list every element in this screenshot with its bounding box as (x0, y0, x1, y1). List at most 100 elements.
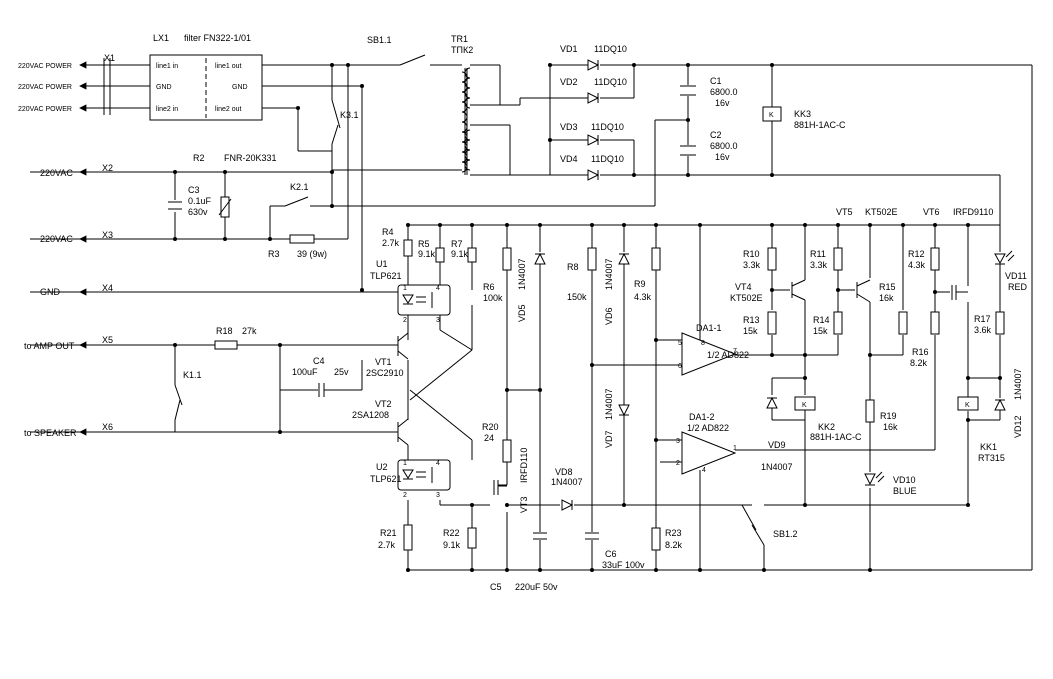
terminal-arrows (79, 61, 87, 436)
da1-2-pin4: 4 (702, 467, 706, 474)
r13-val: 15k (743, 326, 758, 336)
r2-ref: R2 (193, 153, 205, 163)
vt6-ref: VT6 (923, 207, 940, 217)
kk3-k: K (769, 112, 774, 119)
r18-ref: R18 (216, 326, 233, 336)
u1-pin4: 4 (436, 285, 440, 292)
vd5-ref: VD5 (517, 304, 527, 322)
labels: 220VAC POWER 220VAC POWER 220VAC POWER X… (18, 33, 1028, 592)
da1-1-pin8: 8 (701, 340, 705, 347)
r20-val: 24 (484, 433, 494, 443)
kk2-type: 881H-1AC-C (810, 432, 862, 442)
r9-ref: R9 (634, 279, 646, 289)
vd9-ref: VD9 (768, 440, 786, 450)
kk1-ref: KK1 (980, 442, 997, 452)
switch-k2-1 (284, 196, 309, 207)
r15-ref: R15 (879, 282, 896, 292)
kk3-type: 881H-1AC-C (794, 120, 846, 130)
r8-ref: R8 (567, 262, 579, 272)
tr1-ref: TR1 (451, 34, 468, 44)
optocouplers (397, 284, 451, 491)
vd4-type: 11DQ10 (591, 154, 624, 164)
u2-pin1: 1 (403, 460, 407, 467)
r16-ref: R16 (912, 347, 929, 357)
c2-val: 6800.0 (710, 141, 738, 151)
u1-pin3: 3 (436, 317, 440, 324)
tr1-type: ТПК2 (451, 45, 473, 55)
r2-val: FNR-20K331 (224, 153, 277, 163)
r7-val: 9.1k (451, 249, 469, 259)
r11-val: 3.3k (810, 260, 828, 270)
x5-name: X5 (102, 335, 113, 345)
u2-ref: U2 (376, 462, 388, 472)
vt1-type: 2SC2910 (366, 368, 404, 378)
vt2-ref: VT2 (375, 399, 392, 409)
vd8-ref: VD8 (555, 467, 573, 477)
vd4-ref: VD4 (560, 154, 578, 164)
r17-ref: R17 (974, 314, 991, 324)
r14-val: 15k (813, 326, 828, 336)
c3-v: 630v (188, 207, 208, 217)
da1-1-pin5: 5 (678, 340, 682, 347)
vt5-type: KT502E (865, 207, 898, 217)
vd6-ref: VD6 (604, 307, 614, 325)
lx1-ref: LX1 (153, 33, 169, 43)
c5-val: 220uF 50v (515, 582, 558, 592)
c4-v: 25v (334, 367, 349, 377)
kk1-type: RT315 (978, 453, 1005, 463)
lx1-pin-out-3: line2 out (215, 106, 242, 113)
r4-val: 2.7k (382, 238, 400, 248)
vd9-type: 1N4007 (761, 462, 793, 472)
lx1-pin-in-1: line1 in (156, 63, 178, 70)
vd1-type: 11DQ10 (594, 44, 627, 54)
r22-val: 9.1k (443, 540, 461, 550)
u2-pin3: 3 (436, 492, 440, 499)
vd6-type: 1N4007 (604, 258, 614, 290)
vd3-ref: VD3 (560, 122, 578, 132)
u1-type: TLP621 (370, 271, 402, 281)
r12-val: 4.3k (908, 260, 926, 270)
r20-ref: R20 (482, 422, 499, 432)
c1-v: 16v (715, 98, 730, 108)
r19-ref: R19 (880, 411, 897, 421)
r22-ref: R22 (443, 528, 460, 538)
r21-ref: R21 (380, 528, 397, 538)
capacitors (168, 85, 696, 540)
transformer-tr1 (461, 67, 471, 175)
x1-label-1: 220VAC POWER (18, 63, 72, 70)
u2-pin2: 2 (403, 492, 407, 499)
vt5-ref: VT5 (836, 207, 853, 217)
kk2-ref: KK2 (818, 422, 835, 432)
r9-val: 4.3k (634, 292, 652, 302)
k2-1-label: K2.1 (290, 182, 309, 192)
op-amps (681, 332, 737, 475)
r12-ref: R12 (908, 249, 925, 259)
c3-ref: C3 (188, 185, 200, 195)
da1-2-pin3: 3 (676, 438, 680, 445)
da1-1-pin7: 7 (733, 348, 737, 355)
k1-1-label: K1.1 (183, 370, 202, 380)
r14-ref: R14 (813, 315, 830, 325)
c4-val: 100uF (292, 367, 318, 377)
lx1-pin-out-2: GND (232, 84, 248, 91)
r6-ref: R6 (483, 282, 495, 292)
vd12-type: 1N4007 (1013, 368, 1023, 400)
switch-k3-1 (331, 99, 341, 129)
c5-ref: C5 (490, 582, 502, 592)
c1-val: 6800.0 (710, 87, 738, 97)
switch-k1-1 (174, 384, 183, 406)
vt4-ref: VT4 (735, 282, 752, 292)
da1-1-ref: DA1-1 (696, 323, 722, 333)
vd2-type: 11DQ10 (594, 77, 627, 87)
c2-ref: C2 (710, 130, 722, 140)
x1-label-3: 220VAC POWER (18, 106, 72, 113)
r17-val: 3.6k (974, 325, 992, 335)
relay-coils (762, 106, 979, 411)
x4-label: GND (40, 287, 61, 297)
da1-2-type: 1/2 AD822 (687, 423, 729, 433)
diodes-rectifier (587, 59, 600, 181)
x1-label-2: 220VAC POWER (18, 84, 72, 91)
vd11-color: RED (1008, 282, 1028, 292)
r15-val: 16k (879, 293, 894, 303)
vd5-type: 1N4007 (517, 258, 527, 290)
